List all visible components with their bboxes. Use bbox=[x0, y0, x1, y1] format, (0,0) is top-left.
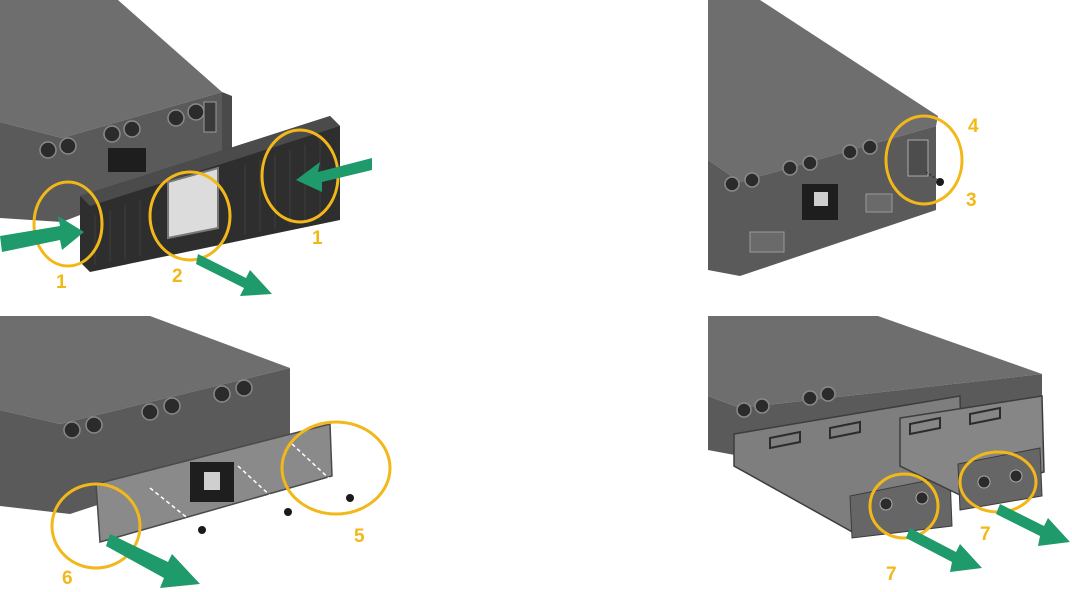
arrow-pull-pack-left bbox=[906, 528, 982, 572]
callout-label: 6 bbox=[62, 568, 73, 589]
display-screen bbox=[204, 472, 220, 490]
screw-removal-illustration: 4 3 bbox=[700, 0, 1072, 300]
callout-label: 7 bbox=[886, 564, 897, 585]
step-panel-remove-batteries: 7 7 bbox=[700, 316, 1072, 592]
callout-label: 5 bbox=[354, 526, 365, 547]
callout-label: 1 bbox=[56, 272, 67, 293]
port-block bbox=[204, 102, 216, 132]
step-panel-remove-bracket: 5 6 bbox=[0, 316, 400, 592]
display-screen bbox=[814, 192, 828, 206]
battery-door-label bbox=[866, 194, 892, 212]
arrow-pull-bezel bbox=[196, 254, 272, 296]
bracket-removal-illustration: 5 6 bbox=[0, 316, 400, 592]
arrow-pull-pack-right bbox=[996, 504, 1070, 546]
battery-door-label bbox=[750, 232, 784, 252]
retaining-bracket bbox=[908, 140, 928, 176]
callout-label: 1 bbox=[312, 228, 323, 249]
display-module bbox=[108, 148, 146, 172]
battery-removal-illustration: 7 7 bbox=[700, 316, 1072, 592]
callout-label: 3 bbox=[966, 190, 977, 211]
callout-label: 4 bbox=[968, 116, 979, 137]
step-panel-remove-bezel: 1 2 1 bbox=[0, 0, 380, 300]
callout-label: 7 bbox=[980, 524, 991, 545]
step-panel-remove-screw: 4 3 bbox=[700, 0, 1072, 300]
arrow-push-left-tab bbox=[0, 216, 84, 252]
callout-label: 2 bbox=[172, 266, 183, 287]
bezel-removal-illustration: 1 2 1 bbox=[0, 0, 380, 300]
